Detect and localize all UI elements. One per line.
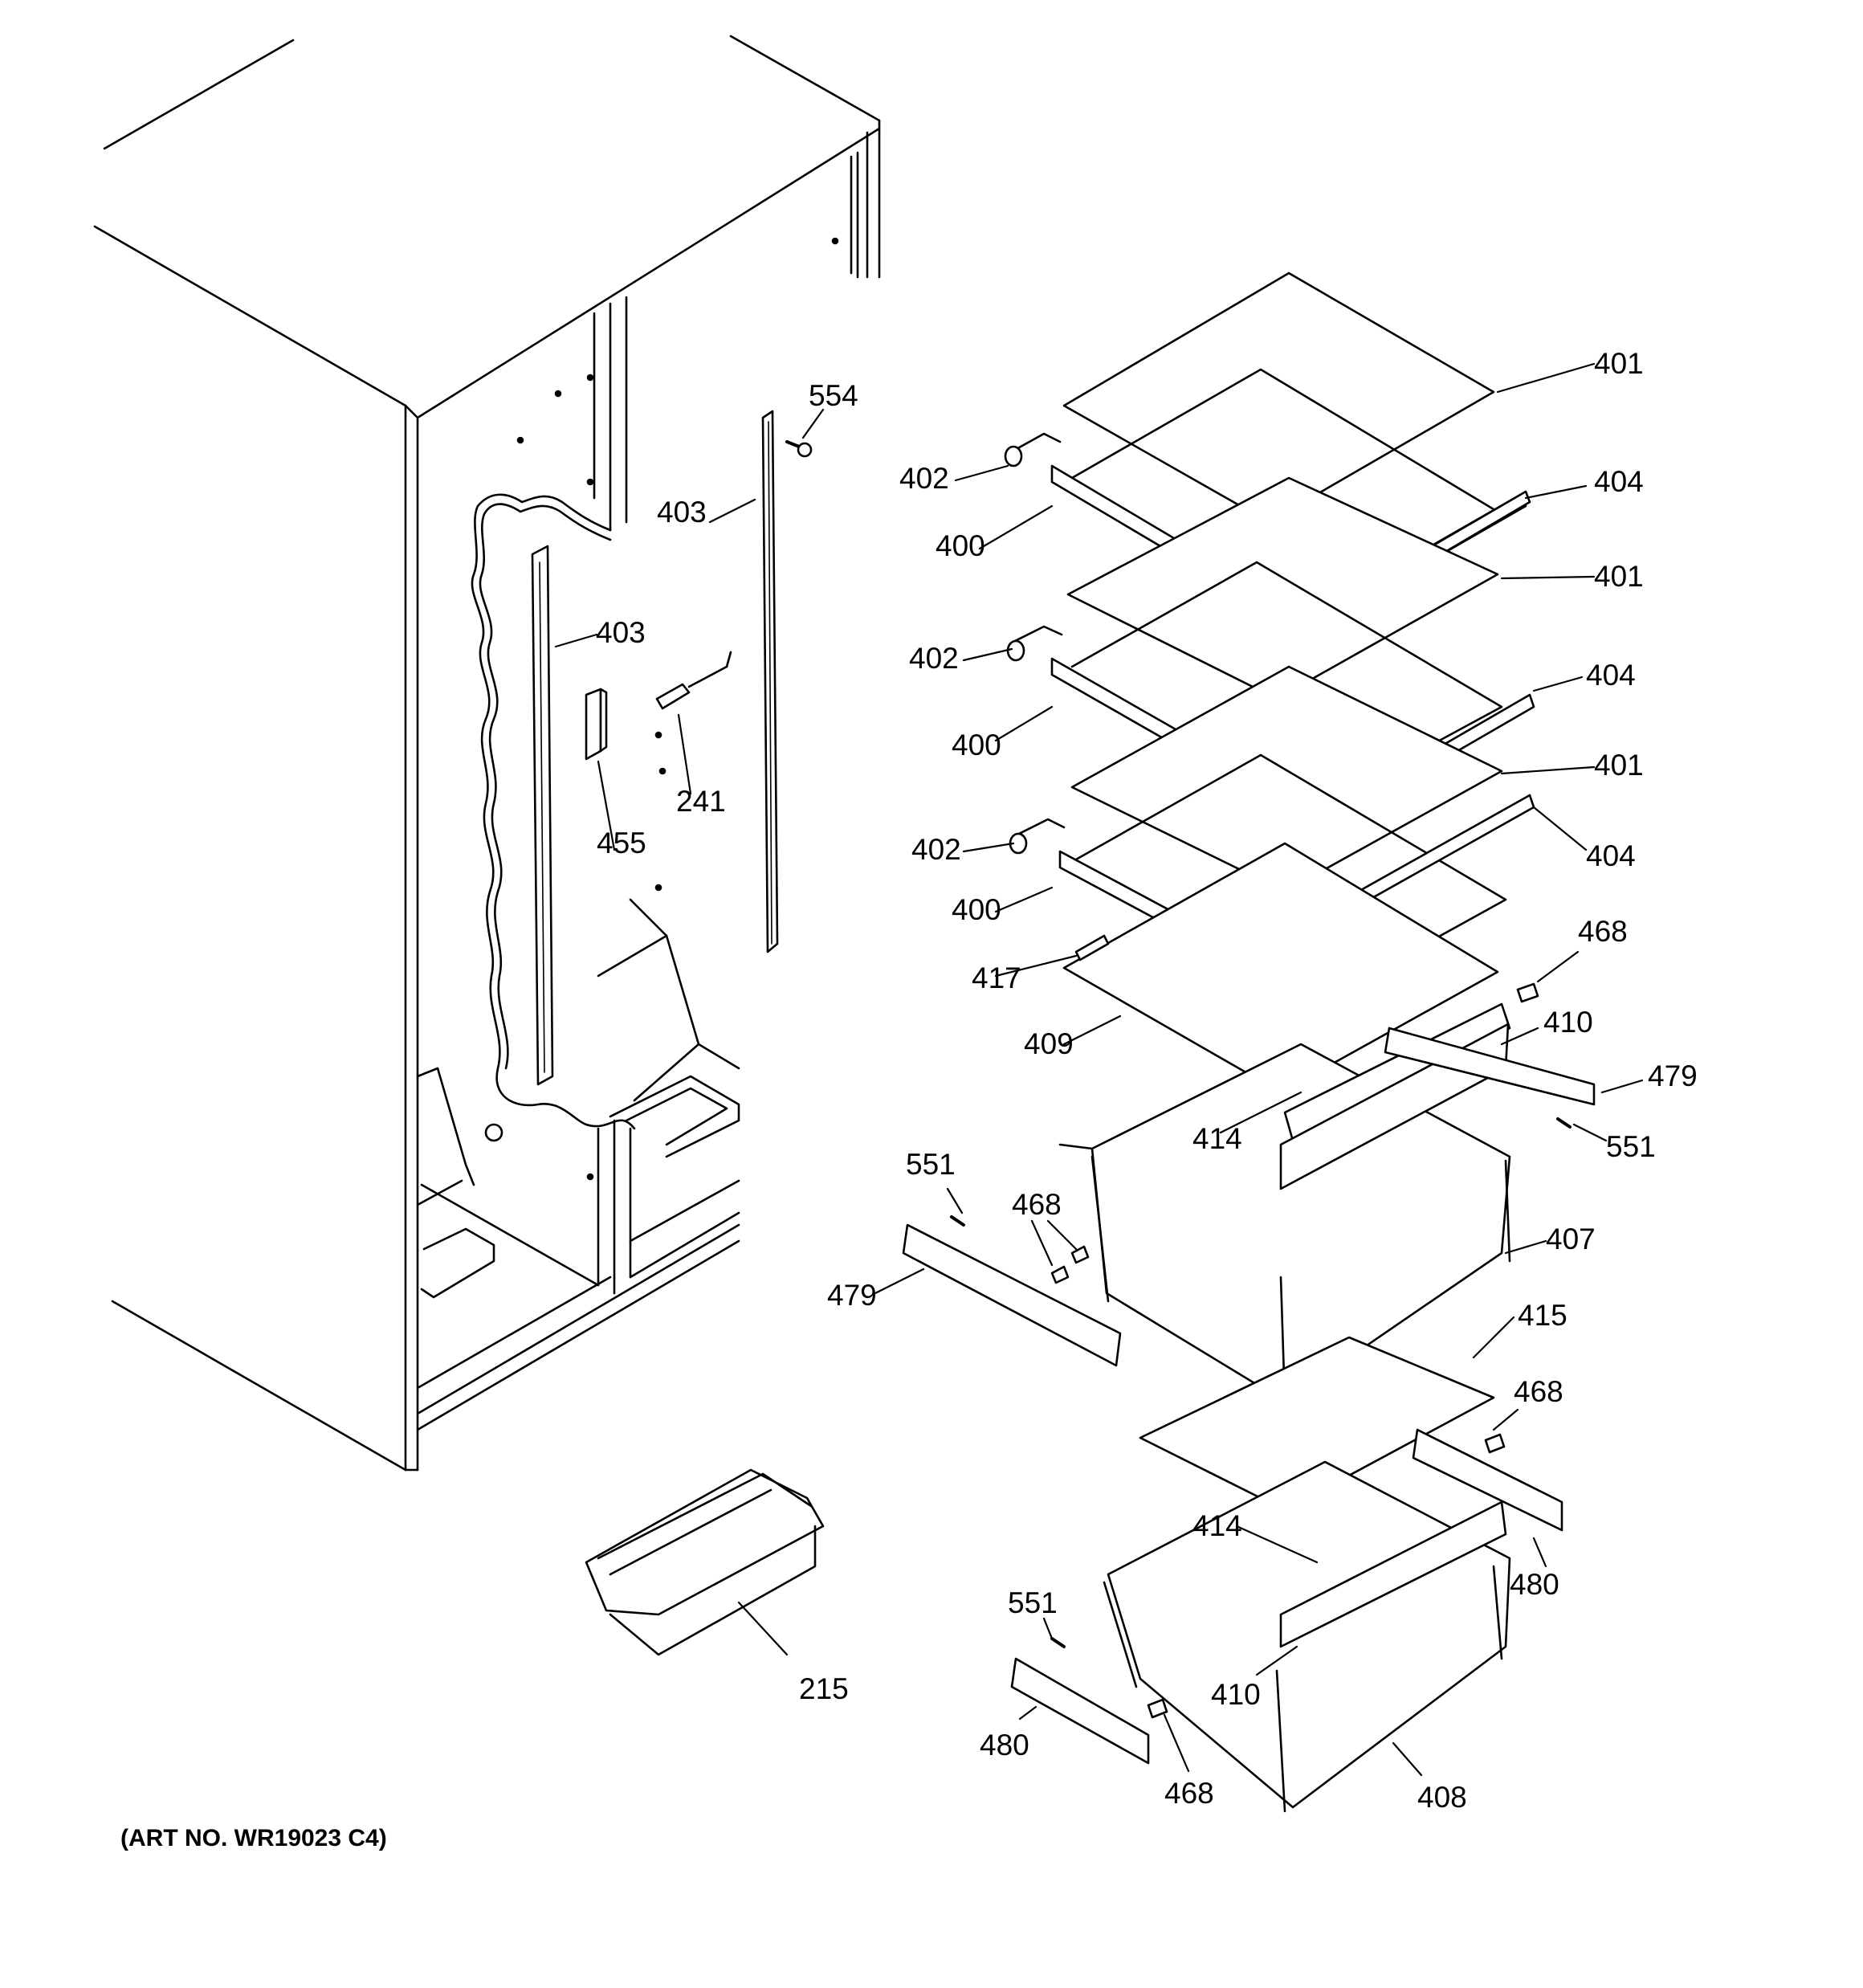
callout-410-upper: 410 [1543, 1006, 1593, 1039]
callout-414-lower: 414 [1192, 1509, 1242, 1542]
callout-407: 407 [1546, 1223, 1596, 1255]
callout-404-bottom: 404 [1586, 839, 1636, 872]
art-number-caption: (ART NO. WR19023 C4) [120, 1825, 387, 1851]
callout-402-middle: 402 [909, 642, 959, 675]
callout-400-middle: 400 [952, 729, 1001, 761]
callout-404-top: 404 [1594, 465, 1644, 498]
callout-479-left: 479 [827, 1279, 877, 1312]
screws-551 [950, 1117, 1572, 1648]
part-455-switch [585, 688, 608, 761]
glass-cover-415 [1139, 1336, 1495, 1512]
shelf-ladder-rail-403-right [761, 410, 779, 953]
callout-468-upper-right: 468 [1578, 915, 1628, 948]
callout-403-right: 403 [657, 496, 707, 529]
callout-468-lower-right: 468 [1514, 1375, 1563, 1408]
callout-241: 241 [676, 785, 726, 818]
callout-402-top: 402 [899, 462, 949, 495]
shelf-ladder-rail-403-left [531, 545, 554, 1086]
callout-401-top: 401 [1594, 347, 1644, 380]
callout-414-upper: 414 [1192, 1122, 1242, 1155]
callout-402-bottom: 402 [911, 833, 961, 866]
fresh-food-cabinet [93, 35, 881, 1472]
crisper-drawer-407 [1058, 1002, 1511, 1403]
drawer-slide-480-right [1412, 1428, 1563, 1532]
callout-400-top: 400 [936, 529, 985, 562]
callout-554: 554 [809, 379, 858, 412]
callout-401-bottom: 401 [1594, 749, 1644, 782]
callout-468-bottom: 468 [1164, 1777, 1214, 1810]
callout-404-middle: 404 [1586, 659, 1636, 692]
callout-400-bottom: 400 [952, 893, 1001, 926]
callout-551-left: 551 [906, 1148, 956, 1181]
callout-480-right: 480 [1510, 1568, 1559, 1601]
callout-417: 417 [972, 961, 1021, 994]
callout-480-left: 480 [980, 1729, 1029, 1761]
screw-554 [785, 440, 813, 458]
callout-479-right: 479 [1648, 1059, 1698, 1092]
part-241-socket [655, 651, 732, 710]
crisper-drawer-408 [1103, 1460, 1511, 1813]
leader-lines [554, 362, 1644, 1777]
callout-455: 455 [597, 827, 646, 859]
callout-551-lower: 551 [1008, 1586, 1058, 1619]
callout-551-right: 551 [1606, 1130, 1656, 1163]
drawer-slide-480-left [1010, 1657, 1150, 1765]
callout-408: 408 [1417, 1781, 1467, 1814]
storage-bin-215 [585, 1468, 825, 1656]
clips-468 [1050, 982, 1539, 1719]
callout-415: 415 [1518, 1299, 1567, 1332]
callout-labels: 554 403 403 241 455 401 402 404 400 401 … [596, 347, 1698, 1814]
drawer-slide-479-left [902, 1223, 1122, 1367]
callout-410-lower: 410 [1211, 1678, 1261, 1711]
callout-215: 215 [799, 1672, 849, 1705]
callout-409: 409 [1024, 1027, 1074, 1060]
drawer-slide-479-right [1384, 1027, 1596, 1106]
callout-468-middle: 468 [1012, 1188, 1062, 1221]
callout-401-middle: 401 [1594, 560, 1644, 593]
callout-403-left: 403 [596, 616, 646, 649]
